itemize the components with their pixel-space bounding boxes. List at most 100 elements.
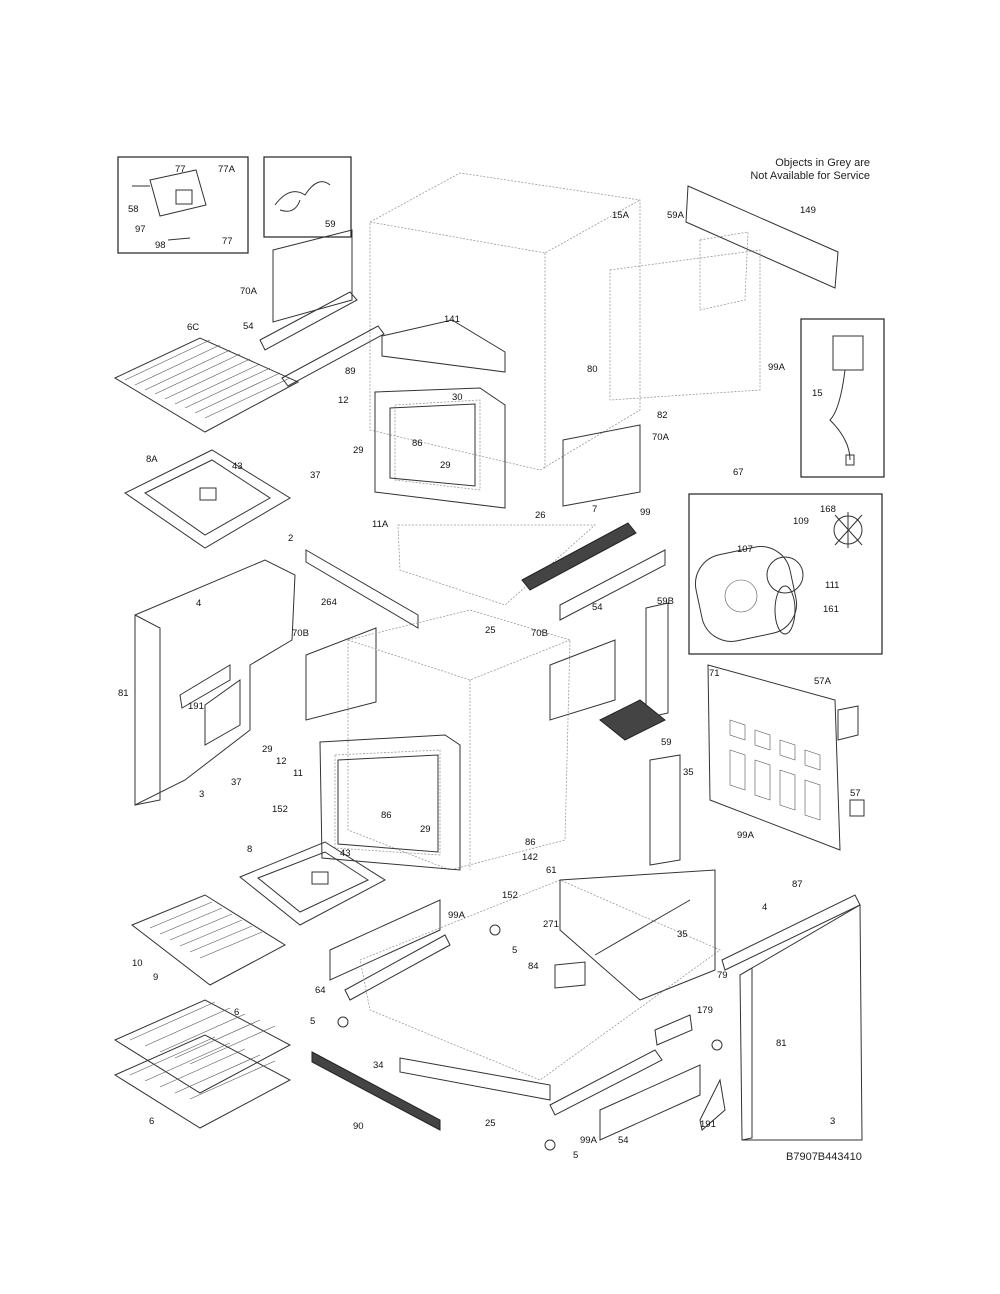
callout: 11A	[372, 519, 389, 530]
leveler-5-left	[337, 1016, 349, 1028]
temperature-sensor	[829, 335, 864, 466]
callout: 12	[338, 395, 349, 406]
callout: 4	[762, 902, 767, 913]
callout: 81	[776, 1038, 787, 1049]
callout: 82	[657, 410, 668, 421]
callout: 59	[661, 737, 672, 748]
callout: 149	[800, 205, 816, 216]
callout: 99A	[737, 830, 755, 841]
lower-oven-front-frame	[319, 734, 461, 871]
callout: 2	[288, 533, 293, 544]
callout: 57A	[814, 676, 832, 687]
rail-89	[281, 325, 385, 387]
callout: 29	[353, 445, 364, 456]
callout: 87	[792, 879, 803, 890]
callout: 3	[830, 1116, 835, 1127]
callout: 35	[677, 929, 688, 940]
callout: 5	[310, 1016, 315, 1027]
callout: 11	[293, 768, 303, 779]
inset-box-sensor	[800, 318, 885, 478]
bracket-54-right	[599, 1064, 701, 1141]
hinge-179	[654, 1014, 693, 1046]
callout: 98	[155, 240, 166, 251]
callout: 59B	[657, 596, 674, 607]
callout: 109	[793, 516, 809, 527]
base-pan	[359, 879, 721, 1081]
trim-strip-54	[259, 291, 358, 351]
inset-box-harness	[263, 156, 352, 238]
upper-oven-liner	[374, 319, 506, 509]
callout: 77	[175, 164, 186, 175]
callout: 271	[543, 919, 559, 930]
callout: 84	[528, 961, 539, 972]
callout: 57	[850, 788, 861, 799]
callout: 70A	[652, 432, 670, 443]
callout: 86	[412, 438, 423, 449]
callout: 97	[135, 224, 146, 235]
callout: 90	[353, 1121, 364, 1132]
callout: 7	[592, 504, 597, 515]
callout: 141	[444, 314, 460, 325]
callout: 43	[232, 461, 243, 472]
trim-264	[305, 549, 419, 629]
oven-racks-6	[113, 999, 292, 1129]
note-line-1: Objects in Grey are	[775, 157, 870, 169]
wire-harness	[274, 181, 331, 212]
callout: 99A	[768, 362, 786, 373]
broiler-rack-10	[131, 894, 286, 986]
callout: 80	[587, 364, 598, 375]
callout: 86	[381, 810, 392, 821]
callout: 54	[243, 321, 254, 332]
callout: 142	[522, 852, 538, 863]
callout: 179	[697, 1005, 713, 1016]
callout: 6C	[187, 322, 199, 333]
insulation-70b-right	[549, 639, 616, 721]
callout: 86	[525, 837, 536, 848]
insulation-70a-upper	[272, 229, 353, 323]
callout: 70A	[240, 286, 258, 297]
upper-oven-cabinet	[369, 172, 641, 471]
callout: 8	[247, 844, 252, 855]
callout: 79	[717, 970, 728, 981]
inset-box-convection-fan	[688, 493, 883, 655]
upper-rack-6c	[113, 337, 300, 433]
callout: 43	[340, 848, 351, 859]
callout: 54	[618, 1135, 629, 1146]
callout: 264	[321, 597, 337, 608]
convection-fan-assembly	[694, 512, 863, 642]
bracket-191-lower	[699, 1078, 726, 1131]
callout: 64	[315, 985, 326, 996]
rear-vent-panel	[609, 185, 839, 401]
callout: 99A	[448, 910, 466, 921]
callout: 168	[820, 504, 836, 515]
callout: 29	[440, 460, 451, 471]
upper-oven-floor	[397, 524, 597, 606]
callout: 25	[485, 625, 496, 636]
callout: 6	[234, 1007, 239, 1018]
callout: 77A	[218, 164, 236, 175]
callout: 34	[373, 1060, 384, 1071]
callout: 6	[149, 1116, 154, 1127]
trim-strip-54-middle	[559, 549, 666, 621]
insulation-70b-left	[305, 627, 377, 721]
rail-99	[521, 522, 637, 591]
cover-35	[649, 754, 681, 866]
callout: 81	[118, 688, 129, 699]
hinge-assembly	[132, 169, 207, 241]
insulation-70a-side	[562, 424, 641, 507]
callout: 37	[231, 777, 242, 788]
trim-4-right	[721, 894, 861, 971]
callout: 152	[502, 890, 518, 901]
control-tray	[559, 869, 716, 1001]
callout: 59	[325, 219, 336, 230]
rail-99a-lower	[549, 1049, 663, 1116]
callout-labels: 77 77A 58 97 98 77 59 15A 59A 149 70A 54…	[118, 164, 861, 1161]
callout: 67	[733, 467, 744, 478]
callout: 8A	[146, 454, 158, 465]
callout: 70B	[531, 628, 548, 639]
leveler-5-front	[544, 1139, 556, 1151]
grey-objects-note: Objects in Grey are Not Available for Se…	[700, 157, 870, 183]
module-59	[599, 699, 666, 741]
